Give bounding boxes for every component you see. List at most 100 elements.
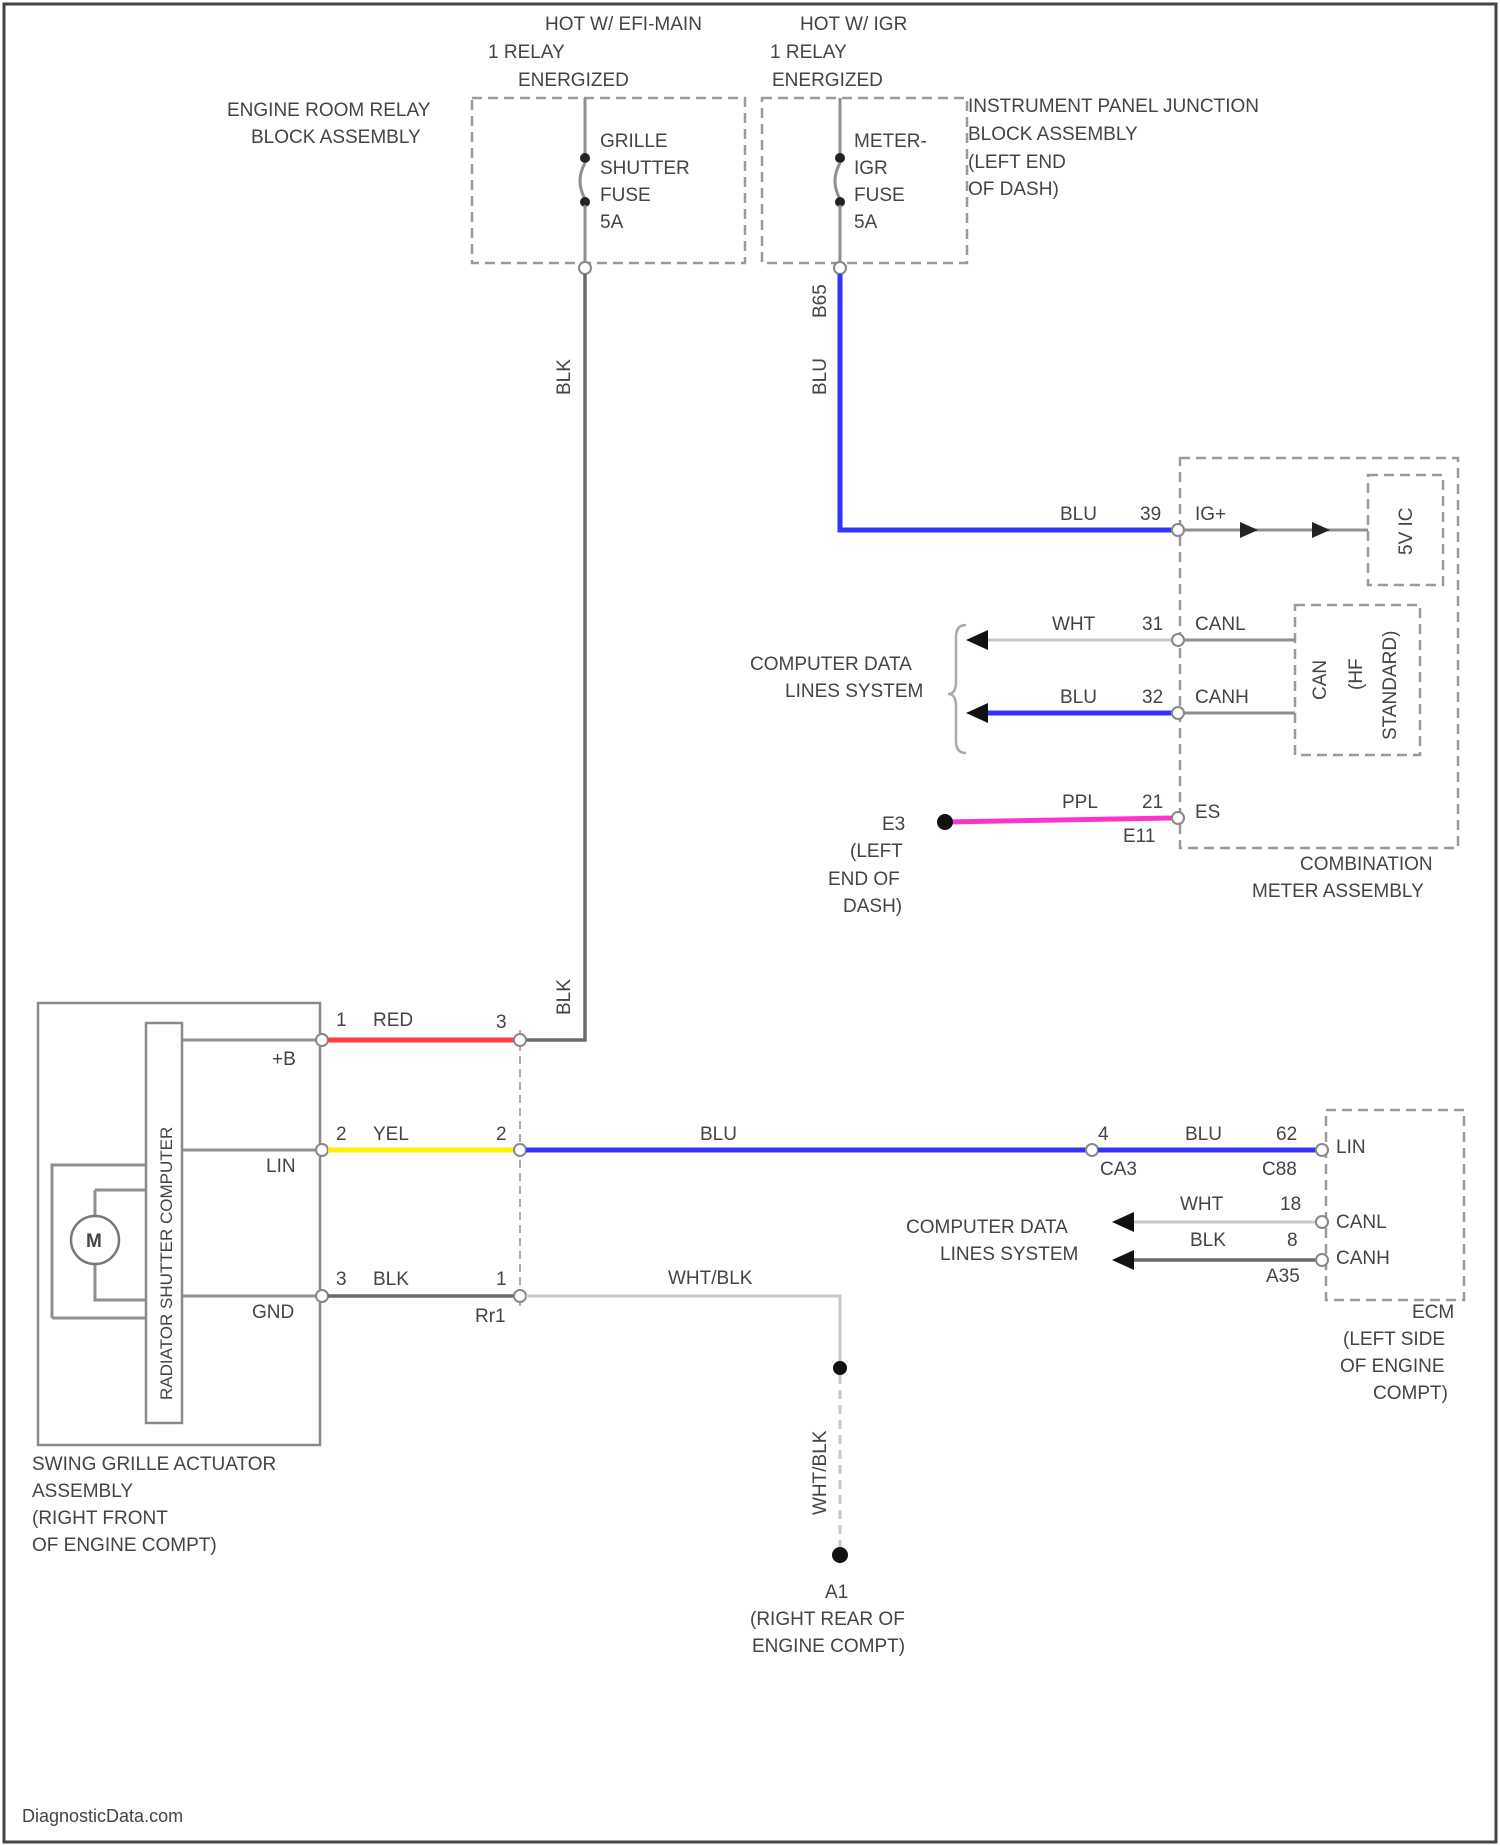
footer-watermark: DiagnosticData.com [22, 1806, 183, 1826]
meter-signal-canh: CANH [1195, 687, 1249, 708]
meter-can-label-1: CAN [1310, 660, 1331, 700]
ecm-canl-terminal [1316, 1216, 1328, 1228]
meter-ig-terminal [1172, 524, 1184, 536]
blu-wire-label-vertical: BLU [810, 358, 831, 395]
fuse2-block-label-4: OF DASH) [968, 179, 1059, 200]
meter-ig-arrow-1-icon [1240, 522, 1258, 538]
ca3-terminal [1086, 1144, 1098, 1156]
computer-data-label-2b: LINES SYSTEM [940, 1244, 1078, 1265]
ecm-lin-connector: C88 [1262, 1159, 1297, 1180]
blk-wire-label-2: BLK [554, 979, 575, 1015]
blu-lin-wire-label-2: BLU [1185, 1124, 1222, 1145]
canh2-arrow-icon [1112, 1250, 1134, 1270]
ecm-lin-terminal [1316, 1144, 1328, 1156]
fuse1-terminal [579, 262, 591, 274]
fuse1-name-2: SHUTTER [600, 158, 690, 179]
fuse2-name-3: FUSE [854, 185, 905, 206]
fuse2-hot-label: HOT W/ IGR [800, 14, 907, 35]
instrument-panel-junction-block [762, 98, 967, 263]
actuator-terminal-lin: LIN [266, 1156, 296, 1177]
wht-canl-wire-label-2: WHT [1180, 1194, 1224, 1215]
blu-wire-fuse2-to-meter [840, 274, 1172, 530]
fuse2-element-icon [835, 163, 840, 199]
meter-can-label-2: (HF [1346, 658, 1367, 690]
junction-pin-1: 1 [496, 1269, 507, 1290]
motor-lead-bottom [95, 1265, 146, 1300]
fuse1-block-label-2: BLOCK ASSEMBLY [251, 127, 421, 148]
blk-canh-wire-label-2: BLK [1190, 1230, 1226, 1251]
canl-arrow-icon [966, 630, 988, 650]
blk-wire-label-1: BLK [554, 359, 575, 395]
fuse1-hot-label: HOT W/ EFI-MAIN [545, 14, 702, 35]
actuator-label-2: ASSEMBLY [32, 1481, 133, 1502]
ground-a1-point-icon [832, 1547, 848, 1563]
ecm-label-3: OF ENGINE [1340, 1356, 1445, 1377]
blu-canh-wire-label: BLU [1060, 687, 1097, 708]
splice-point-icon [833, 1361, 847, 1375]
meter-es-terminal [1172, 812, 1184, 824]
meter-signal-canl: CANL [1195, 614, 1246, 635]
fuse2-relay-label: 1 RELAY [770, 42, 847, 63]
blu-ig-wire-label: BLU [1060, 504, 1097, 525]
fuse1-block-label-1: ENGINE ROOM RELAY [227, 100, 431, 121]
actuator-terminal-gnd: GND [252, 1302, 294, 1323]
actuator-label-3: (RIGHT FRONT [32, 1508, 168, 1529]
fuse1-energized-label: ENERGIZED [518, 70, 629, 91]
fuse2-terminal [834, 262, 846, 274]
ground-e3-label-3: END OF [828, 869, 900, 890]
ecm-canl-pin: 18 [1280, 1194, 1301, 1215]
ground-e3-point-icon [937, 814, 953, 830]
ground-e3-label-2: (LEFT [850, 841, 903, 862]
blk-gnd-wire-label: BLK [373, 1269, 409, 1290]
meter-signal-es: ES [1195, 802, 1220, 823]
meter-connector-e11: E11 [1123, 826, 1155, 847]
ppl-es-wire-label: PPL [1062, 792, 1098, 813]
meter-5v-ic-label: 5V IC [1396, 507, 1417, 555]
actuator-pin-1: 1 [336, 1010, 347, 1031]
b65-connector-label: B65 [810, 284, 831, 318]
ecm-lin-label: LIN [1336, 1137, 1366, 1158]
fuse2-name-2: IGR [854, 158, 888, 179]
fuse2-name-1: METER- [854, 131, 927, 152]
wht-blk-wire-horizontal [526, 1296, 840, 1368]
fuse2-block-label-1: INSTRUMENT PANEL JUNCTION [968, 96, 1259, 117]
meter-ig-arrow-2-icon [1312, 522, 1330, 538]
actuator-pin-3: 3 [336, 1269, 347, 1290]
meter-can-label-3: STANDARD) [1380, 631, 1401, 740]
engine-room-relay-block [472, 98, 745, 263]
actuator-label-1: SWING GRILLE ACTUATOR [32, 1454, 276, 1475]
meter-canl-terminal [1172, 634, 1184, 646]
canl2-arrow-icon [1112, 1212, 1134, 1232]
motor-label: M [86, 1231, 102, 1252]
ppl-es-wire [945, 818, 1172, 822]
radiator-shutter-computer-label: RADIATOR SHUTTER COMPUTER [157, 1127, 176, 1400]
ca3-pin: 4 [1098, 1124, 1109, 1145]
meter-pin-es: 21 [1142, 792, 1163, 813]
ecm-canh-pin: 8 [1287, 1230, 1298, 1251]
actuator-b-terminal [316, 1034, 328, 1046]
page-frame [4, 4, 1496, 1842]
fuse2-block-label-2: BLOCK ASSEMBLY [968, 124, 1138, 145]
fuse1-name-4: 5A [600, 212, 624, 233]
ecm-canh-label: CANH [1336, 1248, 1390, 1269]
ground-a1-label-2: (RIGHT REAR OF [750, 1609, 905, 1630]
meter-canh-terminal [1172, 707, 1184, 719]
junction-pin-3: 3 [496, 1012, 507, 1033]
ecm-label-1: ECM [1412, 1302, 1454, 1323]
fuse1-name-1: GRILLE [600, 131, 668, 152]
junction-terminal-1 [514, 1290, 526, 1302]
blu-lin-wire-label: BLU [700, 1124, 737, 1145]
computer-data-label-2a: COMPUTER DATA [906, 1217, 1068, 1238]
actuator-pin-2: 2 [336, 1124, 347, 1145]
meter-pin-canh: 32 [1142, 687, 1163, 708]
ecm-lin-pin: 62 [1276, 1124, 1297, 1145]
ecm-canl-label: CANL [1336, 1212, 1387, 1233]
ground-a1-label-1: A1 [825, 1582, 848, 1603]
yel-wire-label: YEL [373, 1124, 409, 1145]
fuse1-name-3: FUSE [600, 185, 651, 206]
ca3-connector-label: CA3 [1100, 1159, 1137, 1180]
actuator-terminal-b: +B [272, 1049, 296, 1070]
actuator-label-4: OF ENGINE COMPT) [32, 1535, 217, 1556]
fuse1-contact-top [580, 153, 590, 163]
